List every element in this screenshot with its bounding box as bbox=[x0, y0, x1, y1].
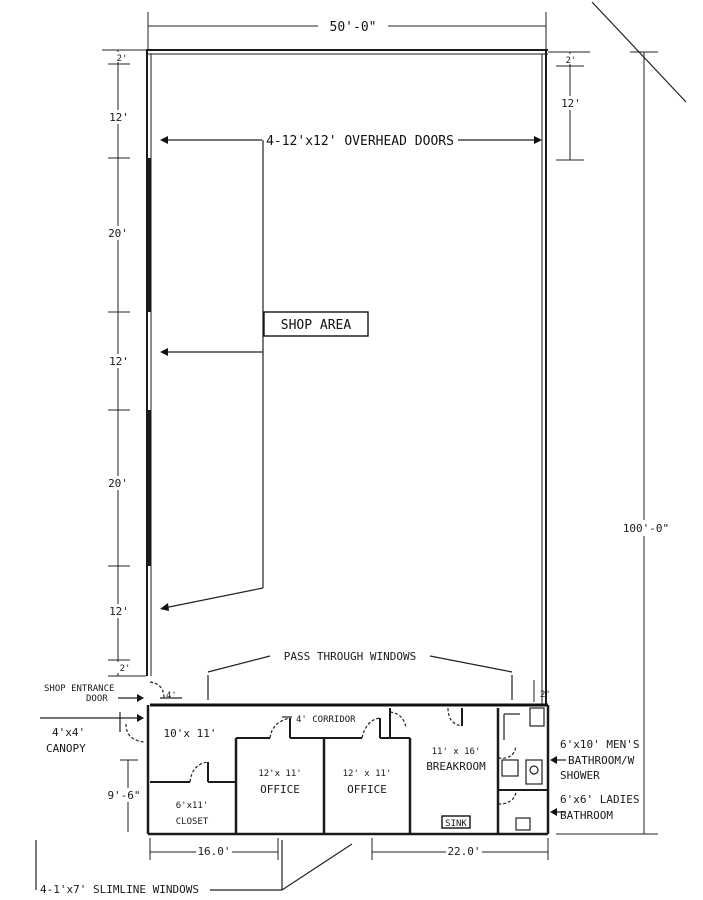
mens-bath-label-2: BATHROOM/W bbox=[568, 754, 635, 767]
bottom-dimensions: 16.0' 22.0' 4-1'x7' SLIMLINE WINDOWS bbox=[40, 838, 549, 896]
left-dimension-chain: 2' 12' 20' 12' 20' 12' 2' bbox=[102, 49, 146, 677]
office-block: SINK 4' CORRIDOR bbox=[150, 707, 548, 834]
ladies-bath-label-1: 6'x6' LADIES bbox=[560, 793, 639, 806]
entry-room-label: 10'x 11' bbox=[164, 727, 217, 740]
mens-bath-label-3: SHOWER bbox=[560, 769, 600, 782]
top-width-dimension: 50'-0" bbox=[147, 12, 547, 50]
sink-label: SINK bbox=[445, 819, 467, 829]
bottom-right-dim: 22.0' bbox=[447, 845, 480, 858]
pass-through-label: PASS THROUGH WINDOWS bbox=[284, 650, 416, 663]
office-a-size-label: 12'x 11' bbox=[258, 769, 301, 779]
left-dim-12ft-a: 12' bbox=[109, 111, 129, 124]
mens-bath-label-1: 6'x10' MEN'S bbox=[560, 738, 639, 751]
office-b-size-label: 12' x 11' bbox=[343, 769, 392, 779]
corridor-label: 4' CORRIDOR bbox=[296, 715, 356, 725]
corridor-gap-label: 4' bbox=[166, 691, 177, 701]
bathroom-annotations: 6'x10' MEN'S BATHROOM/W SHOWER 6'x6' LAD… bbox=[550, 738, 639, 822]
slimline-windows-label: 4-1'x7' SLIMLINE WINDOWS bbox=[40, 883, 199, 896]
left-dim-2ft-bottom: 2' bbox=[120, 664, 131, 674]
right-dim-2ft-bottom: 2' bbox=[540, 690, 551, 700]
closet-label: CLOSET bbox=[176, 817, 209, 827]
shop-entrance: SHOP ENTRANCE DOOR 4' bbox=[44, 681, 182, 704]
breakroom-label: BREAKROOM bbox=[426, 760, 486, 773]
right-dim-12ft: 12' bbox=[561, 97, 581, 110]
breakroom-size-label: 11' x 16' bbox=[432, 747, 481, 757]
left-dim-20ft-a: 20' bbox=[108, 227, 128, 240]
right-height-label: 100'-0" bbox=[623, 522, 669, 535]
closet-size-label: 6'x11' bbox=[176, 801, 209, 811]
pass-through-annotation: PASS THROUGH WINDOWS bbox=[207, 650, 513, 700]
office-b-label: OFFICE bbox=[347, 783, 387, 796]
shop-area-box: SHOP AREA bbox=[263, 311, 369, 337]
canopy-label: CANOPY bbox=[46, 742, 86, 755]
canopy: 4'x4' CANOPY 9'-6" bbox=[35, 712, 146, 890]
right-dim-2ft-top: 2' bbox=[566, 56, 577, 66]
overhead-doors-label: 4-12'x12' OVERHEAD DOORS bbox=[266, 134, 454, 149]
canopy-height-label: 9'-6" bbox=[107, 789, 140, 802]
right-dimensions: 2' 12' 100'-0" 2' bbox=[533, 51, 669, 835]
overhead-doors-annotation: 4-12'x12' OVERHEAD DOORS bbox=[160, 134, 542, 611]
left-dim-2ft-top: 2' bbox=[117, 54, 128, 64]
shop-entrance-label-1: SHOP ENTRANCE bbox=[44, 684, 114, 694]
shop-area-label: SHOP AREA bbox=[281, 318, 352, 333]
shop-entrance-label-2: DOOR bbox=[86, 694, 108, 704]
office-a-label: OFFICE bbox=[260, 783, 300, 796]
canopy-size-label: 4'x4' bbox=[52, 726, 85, 739]
bottom-left-dim: 16.0' bbox=[197, 845, 230, 858]
left-dim-12ft-c: 12' bbox=[109, 605, 129, 618]
left-dim-12ft-b: 12' bbox=[109, 355, 129, 368]
building-outline bbox=[146, 49, 550, 836]
ladies-bath-label-2: BATHROOM bbox=[560, 809, 613, 822]
top-width-label: 50'-0" bbox=[330, 20, 377, 35]
left-dim-20ft-b: 20' bbox=[108, 477, 128, 490]
